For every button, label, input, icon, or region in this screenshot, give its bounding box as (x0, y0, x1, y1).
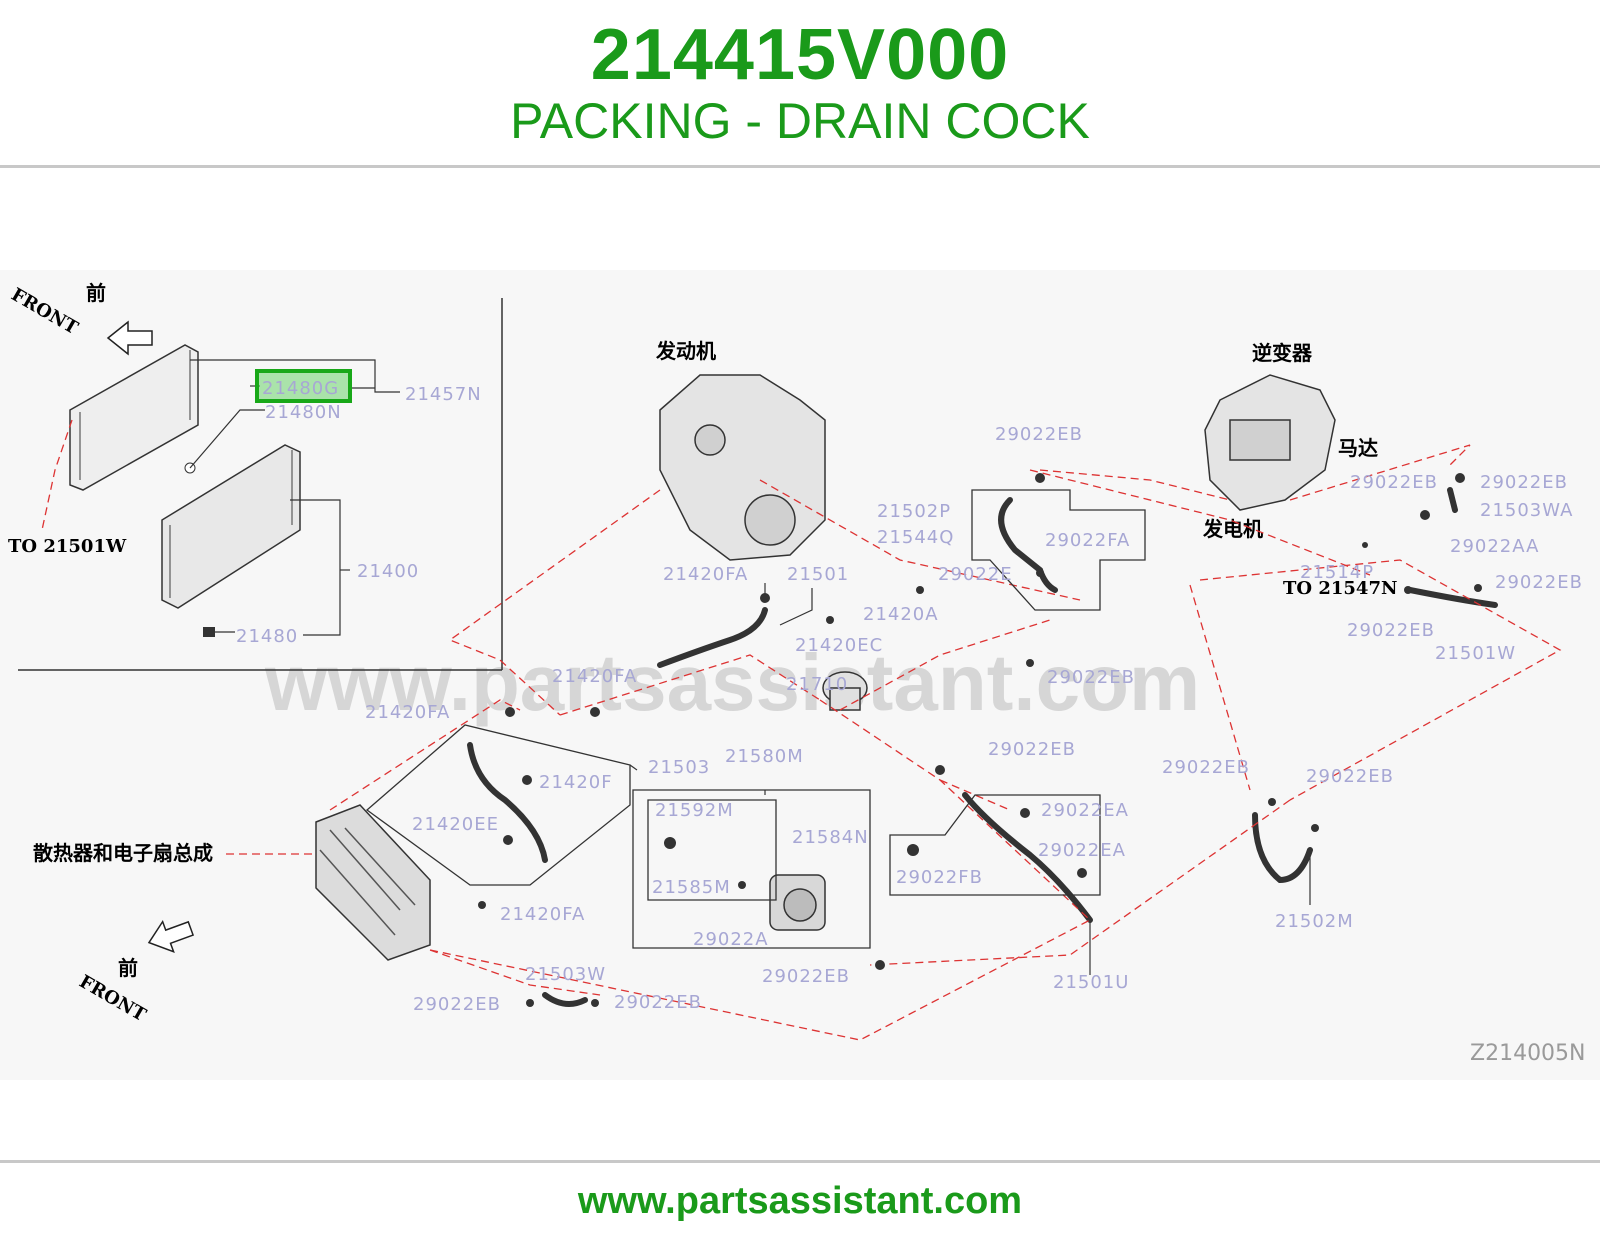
motor-label: 马达 (1338, 436, 1378, 460)
callout[interactable]: 21420EC (795, 635, 883, 656)
callout[interactable]: 21503W (525, 964, 606, 985)
callout[interactable]: 29022EB (1495, 572, 1583, 593)
callout[interactable]: 29022EB (995, 424, 1083, 445)
header-divider (0, 165, 1600, 168)
watermark-text: www.partsassistant.com (264, 638, 1200, 727)
callout[interactable]: 21420F (539, 772, 613, 793)
callout[interactable]: 21710 (786, 674, 848, 695)
part-name-subtitle: PACKING - DRAIN COCK (510, 93, 1090, 149)
parts-diagram: www.partsassistant.com FRONT 前 FRONT 前 (0, 270, 1600, 1080)
diagram-svg: www.partsassistant.com FRONT 前 FRONT 前 (8, 281, 1586, 1066)
callout[interactable]: 21544Q (877, 527, 954, 548)
front-arrow-bottom: FRONT 前 (76, 919, 195, 1026)
engine-drawing (659, 374, 826, 561)
callout[interactable]: 29022AA (1450, 536, 1539, 557)
callout[interactable]: 29022FA (1045, 530, 1130, 551)
front-label-en-bottom: FRONT (76, 971, 150, 1026)
callout[interactable]: 21584N (792, 827, 869, 848)
callout[interactable]: 29022EB (1350, 472, 1438, 493)
inverter-motor-drawing (1204, 374, 1336, 511)
callout[interactable]: 21400 (357, 561, 419, 582)
radiator-drawing (161, 444, 301, 609)
condenser-drawing (69, 344, 199, 491)
callout[interactable]: 21480 (236, 626, 298, 647)
reservoir-tank-drawing (822, 671, 868, 711)
radiator-fan-label: 散热器和电子扇总成 (33, 841, 213, 865)
callout[interactable]: 29022A (693, 929, 769, 950)
footer-divider (0, 1160, 1600, 1163)
callout[interactable]: 29022EB (1306, 766, 1394, 787)
footer-url[interactable]: www.partsassistant.com (577, 1180, 1023, 1222)
water-pump-drawing (769, 874, 826, 931)
to-label: TO 21501W (8, 536, 127, 557)
callout[interactable]: 21502P (877, 501, 951, 522)
leader-lines (629, 583, 1311, 975)
front-arrow-top: FRONT 前 (8, 281, 153, 356)
inset-leaders (189, 359, 400, 636)
part-number-title: 214415V000 (590, 15, 1010, 95)
radiator-inset (18, 298, 503, 671)
callout[interactable]: 21580M (725, 746, 804, 767)
hoses (467, 487, 1498, 1007)
dashed-route (41, 419, 73, 531)
callout[interactable]: 29022FB (896, 867, 983, 888)
callout[interactable]: 29022EB (1162, 757, 1250, 778)
callout[interactable]: 29022EB (1047, 667, 1135, 688)
callout[interactable]: 29022EA (1038, 840, 1126, 861)
highlighted-callout-box[interactable] (255, 369, 352, 403)
callout[interactable]: 21501 (787, 564, 849, 585)
front-label-cn: 前 (86, 281, 106, 305)
callout[interactable]: 21420FA (552, 666, 637, 687)
callout[interactable]: 21480N (265, 402, 342, 423)
callout[interactable]: 21420FA (365, 702, 450, 723)
callout[interactable]: 29022EB (1480, 472, 1568, 493)
callout[interactable]: 29022EA (1041, 800, 1129, 821)
front-label-en: FRONT (8, 284, 82, 339)
callout[interactable]: 29022E (938, 564, 1013, 585)
clamp-icons (478, 473, 1482, 1007)
callout[interactable]: 29022EB (988, 739, 1076, 760)
callout[interactable]: 21501W (1435, 643, 1516, 664)
callout[interactable]: 29022EB (762, 966, 850, 987)
inverter-label: 逆变器 (1252, 341, 1313, 365)
to-label: TO 21547N (1283, 578, 1397, 599)
callout[interactable]: 21420FA (500, 904, 585, 925)
page-header: 214415V000 PACKING - DRAIN COCK (0, 0, 1600, 168)
front-label-cn-bottom: 前 (118, 956, 138, 980)
callout[interactable]: 21503WA (1480, 500, 1573, 521)
engine-label: 发动机 (655, 339, 716, 363)
callout[interactable]: 21420A (863, 604, 939, 625)
callout[interactable]: 21420FA (663, 564, 748, 585)
group-outlines (365, 489, 1146, 949)
radiator-fan-drawing (315, 804, 431, 961)
callout-highlighted[interactable]: 21480G (262, 378, 339, 399)
callout[interactable]: 21501U (1053, 972, 1129, 993)
callout[interactable]: 21502M (1275, 911, 1354, 932)
callout[interactable]: 21592M (655, 800, 734, 821)
diagram-reference-code: Z214005N (1470, 1041, 1586, 1066)
callout[interactable]: 21585M (652, 877, 731, 898)
callout[interactable]: 21503 (648, 757, 710, 778)
drain-cock-icon (203, 627, 215, 637)
callout[interactable]: 21420EE (412, 814, 499, 835)
callout[interactable]: 21514P (1300, 562, 1374, 583)
dashed-routing (329, 444, 1562, 1041)
callout[interactable]: 29022EB (1347, 620, 1435, 641)
callout[interactable]: 21457N (405, 384, 482, 405)
callout[interactable]: 29022EB (413, 994, 501, 1015)
callout[interactable]: 29022EB (614, 992, 702, 1013)
